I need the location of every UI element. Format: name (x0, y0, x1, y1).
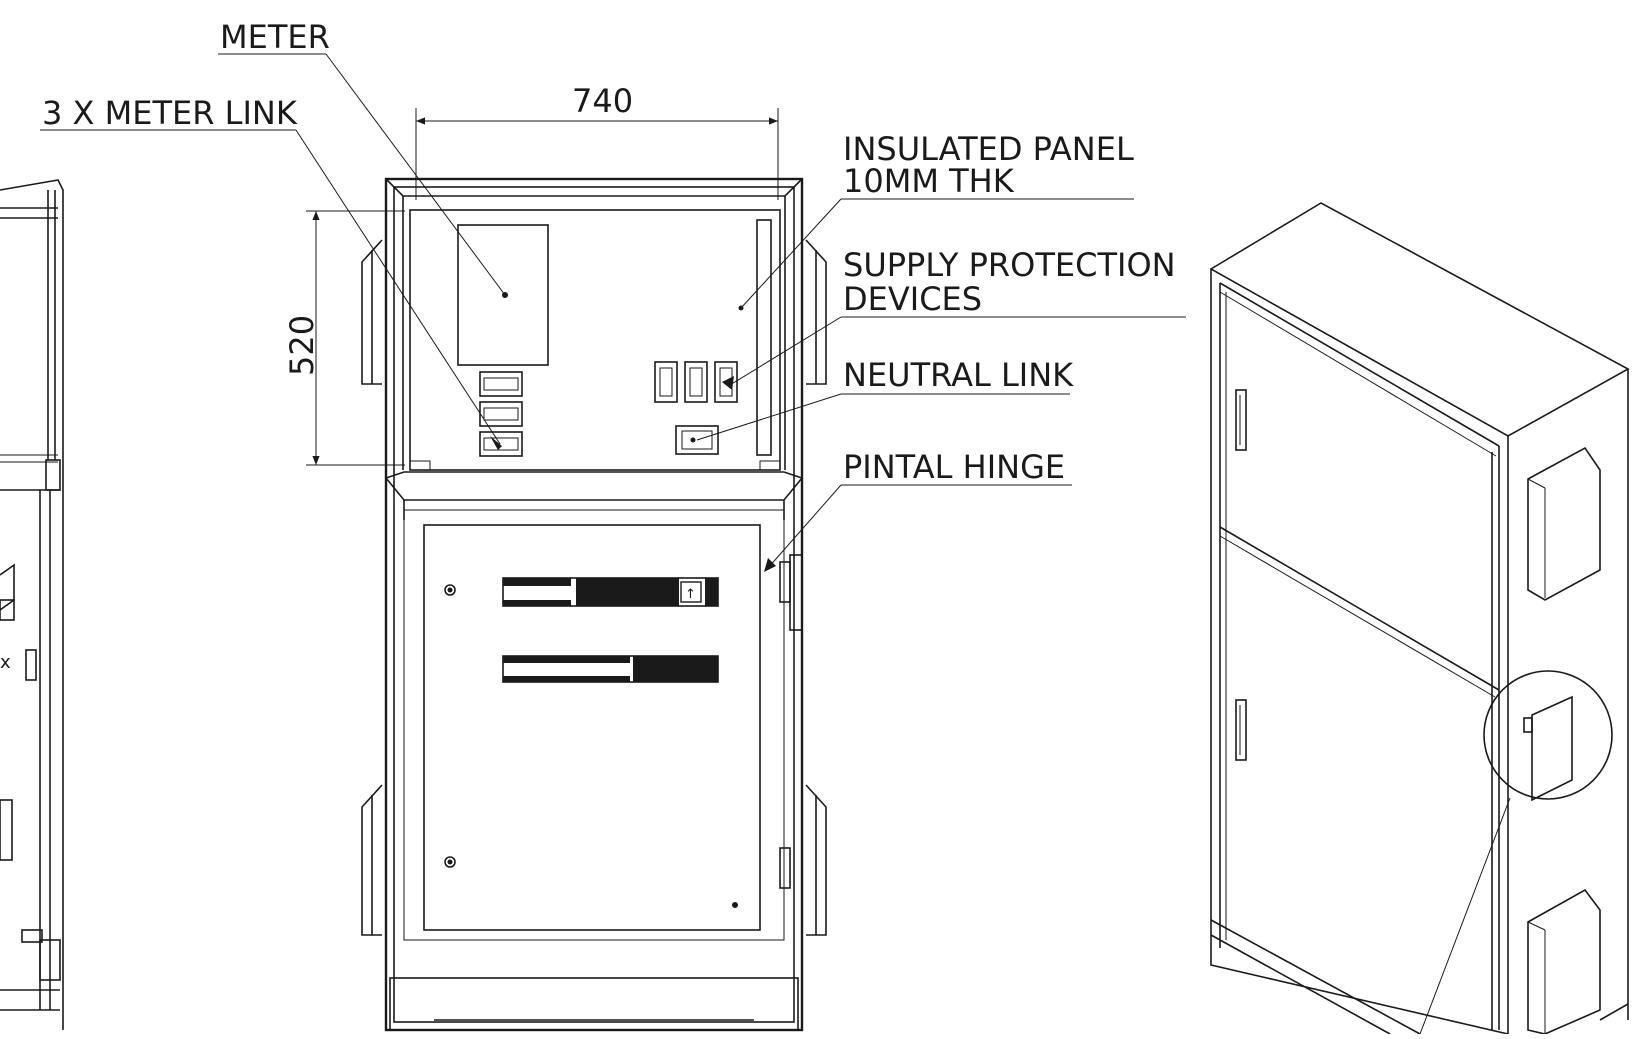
lower-door (423, 524, 761, 931)
callout-neutral-link: NEUTRAL LINK (696, 356, 1074, 441)
dimension-height: 520 (283, 210, 405, 466)
label-supply-protection-1: SUPPLY PROTECTION (843, 246, 1176, 284)
breaker-row-1: ↑ (502, 577, 719, 607)
svg-text:x: x (0, 652, 11, 673)
front-view: ↑ (361, 177, 827, 1032)
label-neutral-link: NEUTRAL LINK (843, 356, 1074, 394)
insulated-panel (409, 209, 781, 471)
dimension-height-label: 520 (283, 315, 321, 376)
label-pintal-hinge: PINTAL HINGE (843, 448, 1065, 486)
callout-pintal-hinge: PINTAL HINGE (764, 448, 1072, 572)
label-insulated-panel-2: 10MM THK (843, 162, 1015, 200)
isometric-view (1209, 202, 1630, 1035)
meter-links (479, 371, 523, 457)
label-meter: METER (220, 18, 330, 56)
neutral-link (675, 425, 719, 455)
callout-meter: METER (218, 18, 506, 296)
label-meter-link: 3 X METER LINK (42, 94, 298, 132)
breaker-row-2 (502, 655, 719, 683)
label-insulated-panel-1: INSULATED PANEL (843, 130, 1134, 168)
dimension-width: 740 (415, 82, 779, 200)
supply-protection-devices (654, 361, 738, 403)
meter-box (457, 224, 549, 366)
dimension-width-label: 740 (572, 82, 633, 120)
callout-meter-link: 3 X METER LINK (40, 94, 502, 450)
callout-supply-protection: SUPPLY PROTECTION DEVICES (722, 246, 1186, 390)
side-view-partial: x (0, 179, 64, 1030)
svg-text:↑: ↑ (685, 587, 696, 602)
label-supply-protection-2: DEVICES (843, 280, 982, 318)
callout-insulated-panel: INSULATED PANEL 10MM THK (738, 130, 1134, 311)
